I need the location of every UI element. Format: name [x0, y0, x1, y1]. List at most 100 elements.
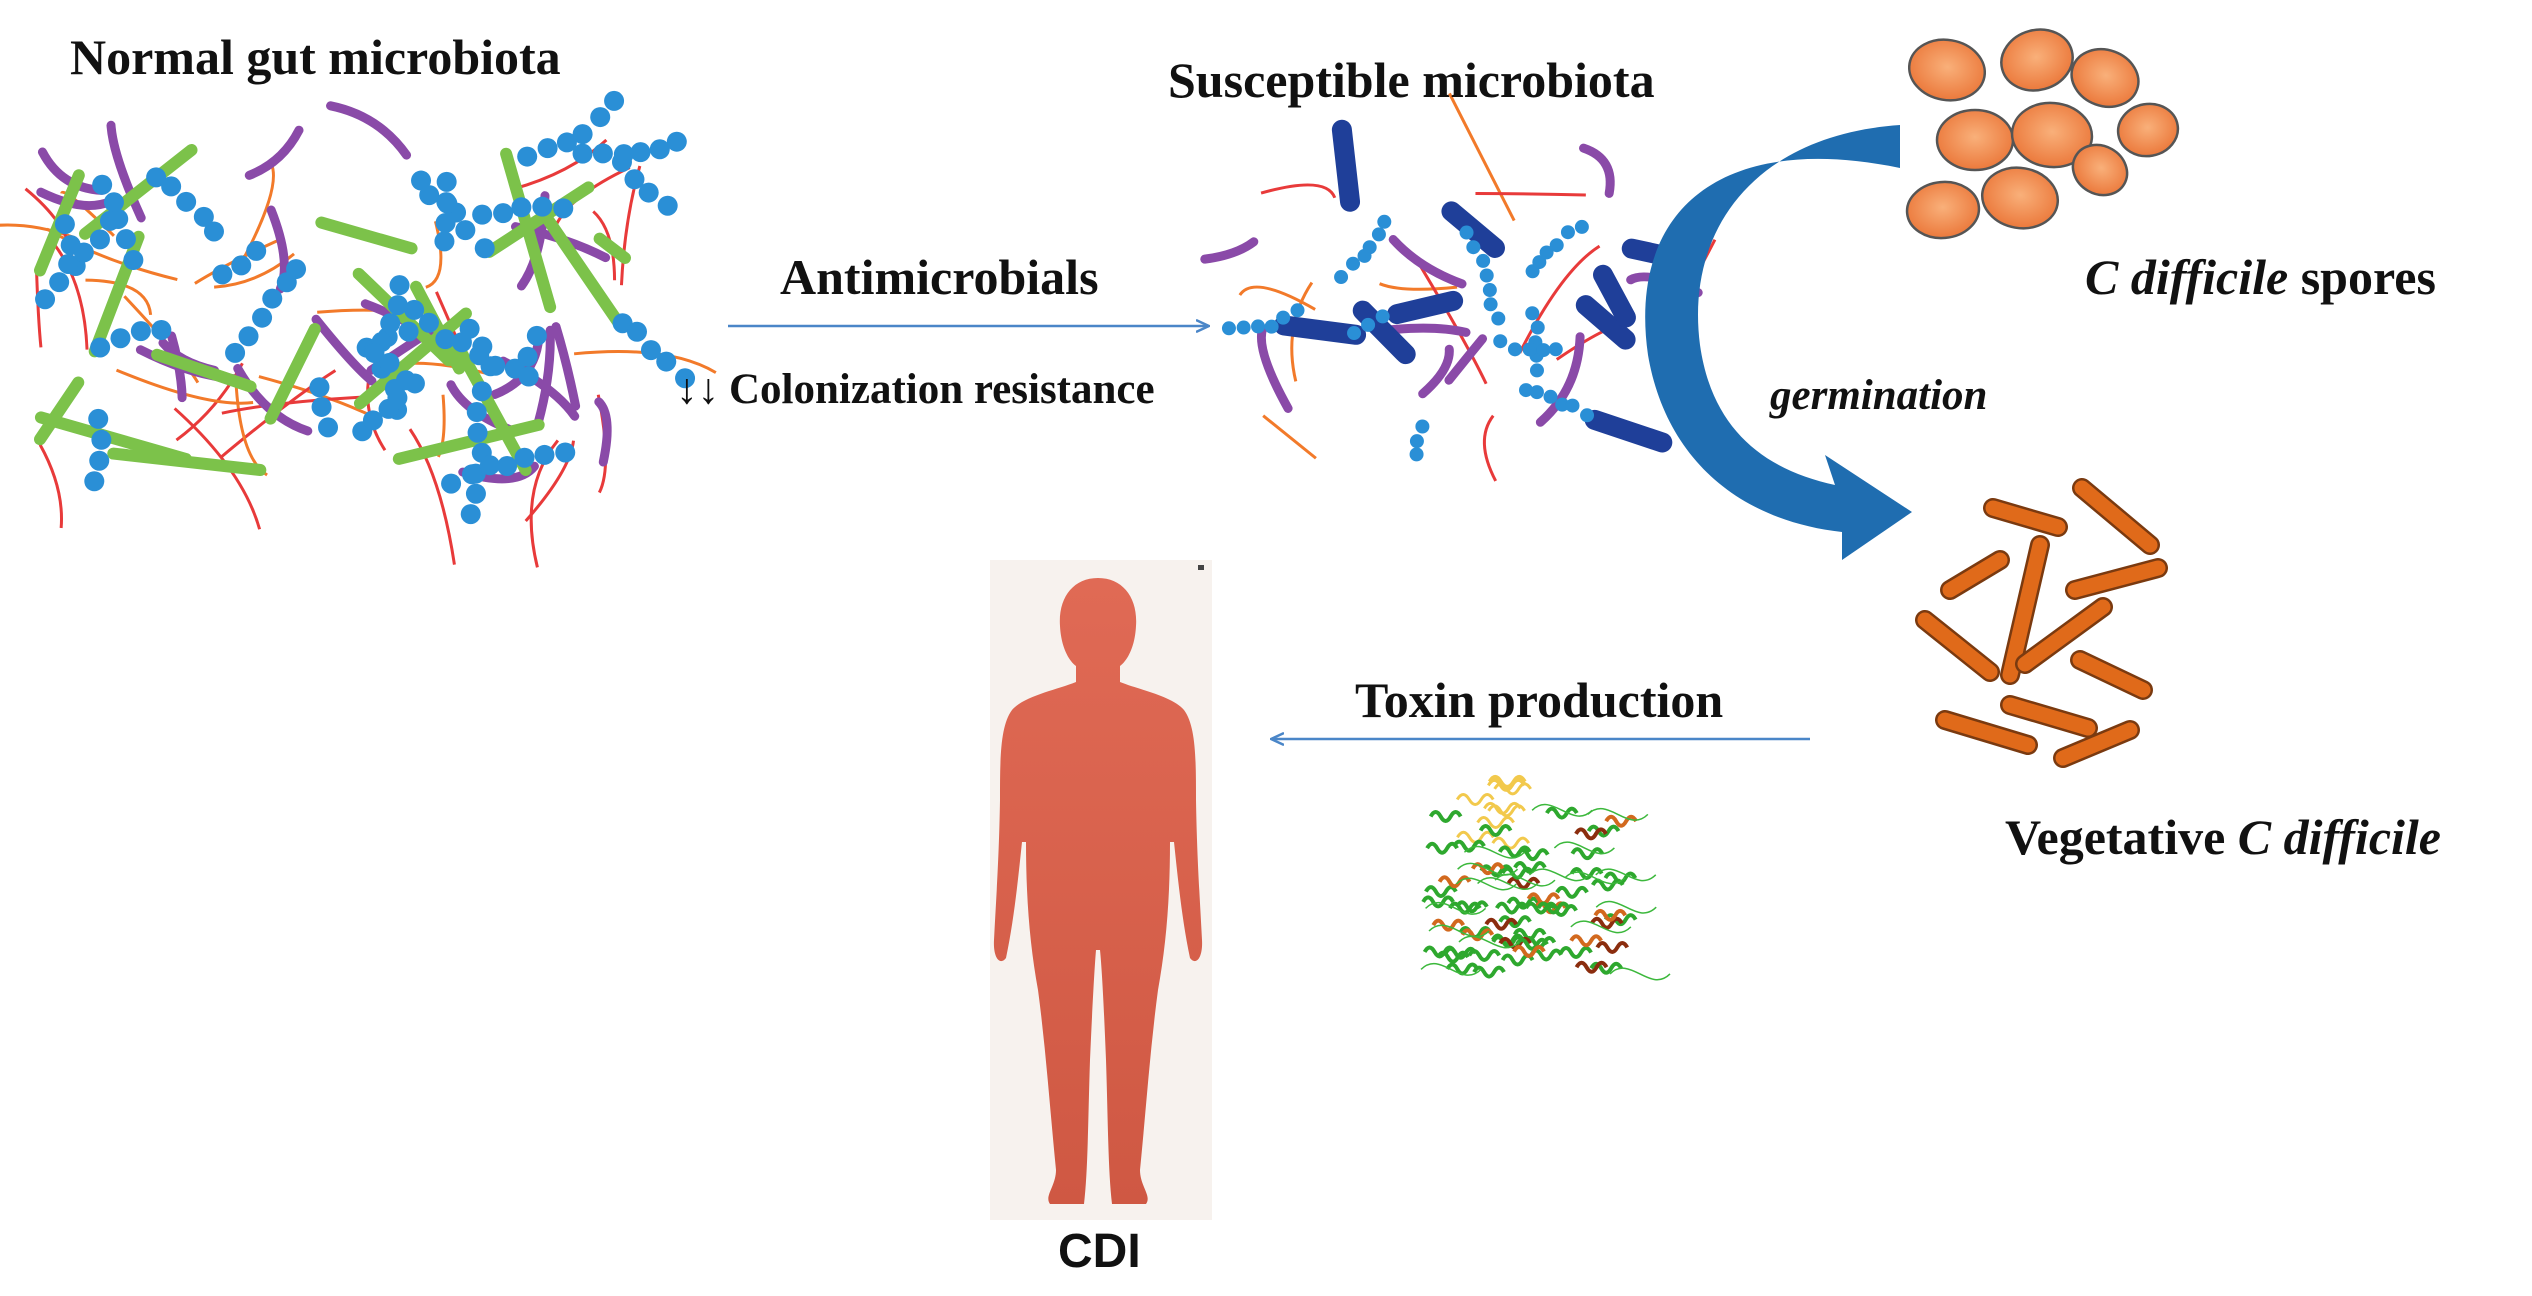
coccus [640, 340, 661, 361]
coccus [624, 169, 645, 190]
coccus [404, 299, 425, 320]
loop [1455, 877, 1517, 891]
coccus [1236, 320, 1251, 335]
helix [1589, 961, 1623, 975]
loop [1531, 803, 1593, 817]
coccus [555, 442, 576, 463]
coccus [532, 196, 553, 217]
coccus [1276, 310, 1291, 325]
coccus [1476, 253, 1491, 268]
coccus [1264, 319, 1279, 334]
coccus [379, 352, 400, 373]
coccus [474, 238, 495, 259]
coccus [592, 143, 613, 164]
coccus [467, 422, 488, 443]
coccus [497, 456, 518, 477]
coccus [1529, 385, 1544, 400]
down-arrows-glyph: ↓↓ [676, 366, 719, 413]
helix-yellow [1483, 801, 1522, 815]
coccus [1548, 342, 1563, 357]
coccus [441, 473, 462, 494]
coccus [436, 171, 457, 192]
coccus [286, 259, 307, 280]
coccus [161, 176, 182, 197]
coccus [1574, 219, 1589, 234]
vegetative-text: Vegetative [2005, 809, 2238, 865]
loop [1477, 877, 1539, 890]
green-rod [353, 307, 472, 410]
coccus [318, 417, 339, 438]
coccus [380, 313, 401, 334]
spore [1935, 108, 2015, 172]
coccus [176, 191, 197, 212]
coccus [472, 204, 493, 225]
coccus [58, 253, 79, 274]
purple-rod [1256, 324, 1293, 413]
wavy-strand [408, 428, 456, 565]
rod [1917, 612, 1998, 680]
green-rod [500, 147, 557, 314]
helix [1604, 814, 1638, 828]
loop [1457, 862, 1519, 876]
coccus [146, 167, 167, 188]
coccus [534, 444, 555, 465]
helix-yellow [1491, 836, 1531, 850]
coccus [459, 318, 480, 339]
c-difficile-spores-icon [1905, 28, 2180, 240]
coccus [411, 170, 432, 191]
wavy-strand [1518, 244, 1601, 354]
coccus [203, 221, 224, 242]
helix [1460, 928, 1495, 942]
coccus [511, 197, 532, 218]
coccus [1362, 240, 1377, 255]
c-difficile-italic: C difficile [2085, 249, 2289, 305]
rod [1937, 712, 2036, 753]
coccus [479, 455, 500, 476]
coccus [262, 288, 283, 309]
wavy-strand [85, 278, 153, 316]
loop [1463, 845, 1525, 859]
purple-rod [1535, 332, 1585, 427]
dark-blue-rod [1387, 290, 1464, 325]
vegetative-c-difficile-label: Vegetative C difficile [2005, 812, 2441, 862]
c-difficile-spores-label: C difficile spores [2085, 252, 2436, 302]
coccus [437, 193, 458, 214]
coccus [130, 321, 151, 342]
coccus [364, 343, 385, 364]
coccus [309, 377, 330, 398]
coccus [666, 131, 687, 152]
coccus [466, 401, 487, 422]
cdi-label: CDI [1058, 1225, 1141, 1278]
coccus [1371, 227, 1386, 242]
normal-gut-microbiota-cluster-icon [0, 90, 717, 568]
wavy-strand [38, 443, 64, 529]
loop [1494, 873, 1556, 887]
helix [1545, 806, 1579, 820]
coccus [1459, 225, 1474, 240]
helix [1591, 878, 1625, 892]
helix [1478, 824, 1513, 837]
coccus [252, 307, 273, 328]
coccus [1565, 398, 1580, 413]
helix-yellow [1455, 793, 1495, 806]
helix [1544, 904, 1578, 917]
green-rod [536, 204, 628, 333]
purple-rod [244, 125, 304, 180]
purple-rod [311, 314, 377, 386]
coccus [675, 368, 696, 389]
spores-text: spores [2288, 249, 2436, 305]
loop [1595, 900, 1657, 914]
helix [1428, 810, 1463, 823]
spore [2071, 143, 2129, 197]
helix [1512, 945, 1546, 958]
spore [1907, 38, 1987, 102]
helix [1421, 895, 1455, 909]
coccus [1409, 447, 1424, 462]
purple-rod [1418, 344, 1454, 399]
coccus [590, 107, 611, 128]
helix [1431, 918, 1466, 932]
coccus [110, 328, 131, 349]
coccus [572, 124, 593, 145]
spore [1905, 180, 1981, 240]
